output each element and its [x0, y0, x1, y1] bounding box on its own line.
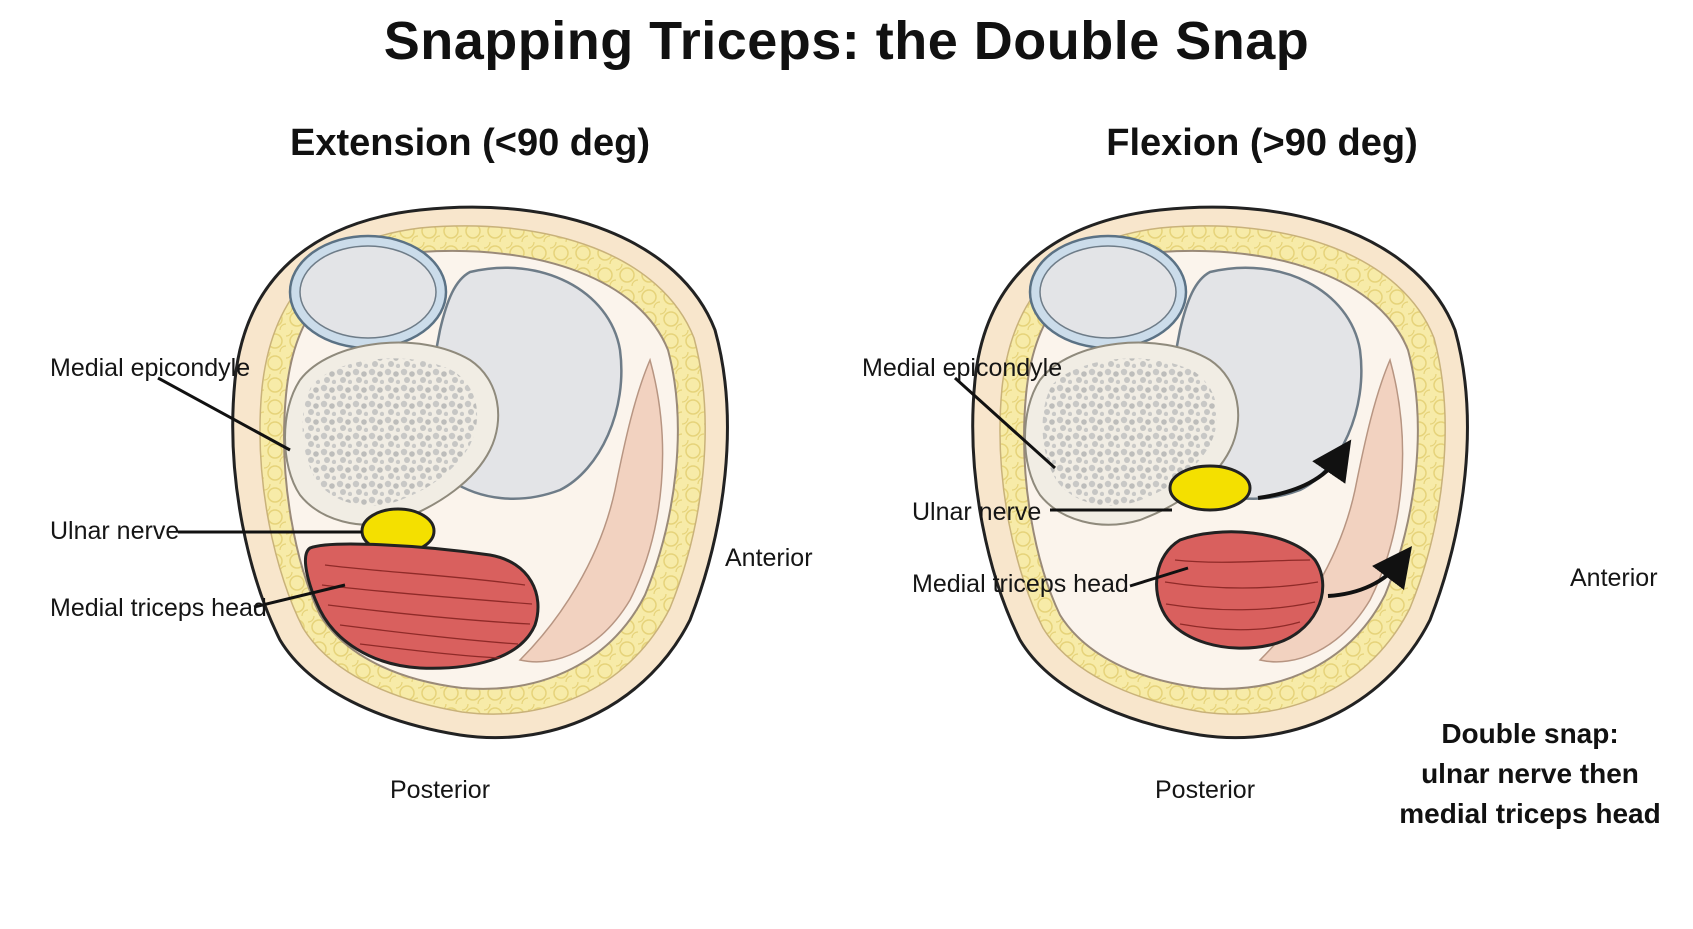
- label-ulnar-nerve-extension: Ulnar nerve: [50, 517, 180, 545]
- label-posterior-flexion: Posterior: [1155, 776, 1256, 804]
- leader-medial-epicondyle: [953, 376, 1057, 470]
- cancellous-bone: [302, 358, 478, 506]
- note-line-1: Double snap:: [1441, 718, 1619, 749]
- leader-medial-epicondyle: [157, 376, 291, 452]
- label-ulnar-nerve-flexion: Ulnar nerve: [912, 498, 1042, 526]
- note-line-2: ulnar nerve then: [1421, 758, 1639, 789]
- nerve-snap-arrow: [1257, 439, 1352, 500]
- label-posterior-extension: Posterior: [390, 776, 491, 804]
- note-line-3: medial triceps head: [1399, 798, 1661, 829]
- ulnar-nerve: [1168, 464, 1252, 512]
- label-medial-epicondyle-extension: Medial epicondyle: [50, 354, 251, 382]
- double-snap-note: Double snap: ulnar nerve then medial tri…: [1380, 714, 1680, 834]
- panel-title-extension: Extension (<90 deg): [289, 122, 651, 164]
- triceps-snap-arrow: [1327, 546, 1413, 598]
- leader-medial-triceps: [253, 583, 346, 609]
- cancellous-bone: [1042, 358, 1218, 506]
- medial-triceps-head: [303, 542, 540, 670]
- label-medial-triceps-extension: Medial triceps head: [50, 594, 267, 622]
- label-anterior-extension: Anterior: [725, 544, 813, 572]
- medial-triceps-head: [1155, 530, 1325, 650]
- extension-cross-section: [157, 205, 729, 740]
- flexion-cross-section: [953, 205, 1469, 740]
- label-medial-triceps-flexion: Medial triceps head: [912, 570, 1129, 598]
- panel-title-flexion: Flexion (>90 deg): [1106, 122, 1418, 164]
- figure-title: Snapping Triceps: the Double Snap: [383, 11, 1310, 71]
- radial-head: [1039, 245, 1177, 339]
- anterior-muscle: [518, 357, 664, 663]
- label-anterior-flexion: Anterior: [1570, 564, 1658, 592]
- radial-head: [299, 245, 437, 339]
- leader-medial-triceps: [1129, 566, 1189, 588]
- label-medial-epicondyle-flexion: Medial epicondyle: [862, 354, 1063, 382]
